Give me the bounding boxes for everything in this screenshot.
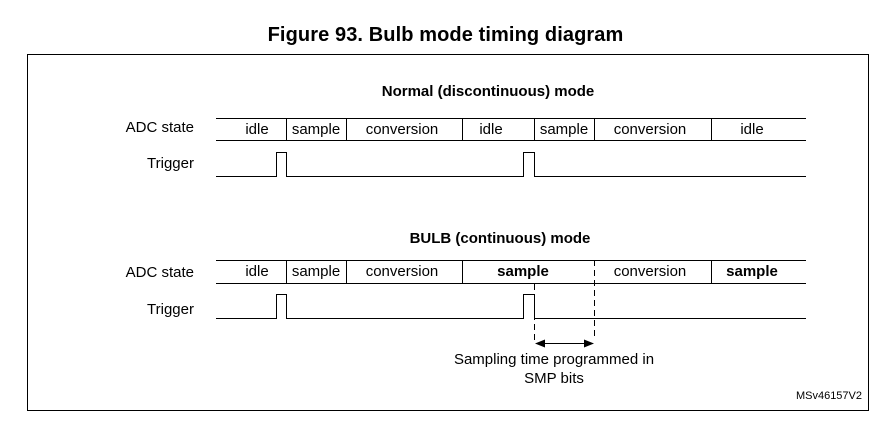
adc-state-cell: sample — [292, 263, 340, 280]
figure-title: Figure 93. Bulb mode timing diagram — [267, 24, 624, 46]
adc-state-cell: sample — [726, 263, 778, 280]
adc-state-cell: conversion — [366, 121, 439, 138]
bulb-adc-state-row — [216, 260, 806, 284]
sampling-time-arrow — [535, 339, 594, 348]
adc-state-cell: sample — [540, 121, 588, 138]
adc-state-cell: sample — [292, 121, 340, 138]
figure-reference-code: MSv46157V2 — [796, 390, 862, 402]
bulb-mode-heading: BULB (continuous) mode — [410, 230, 591, 247]
normal-adc-state-label: ADC state — [126, 119, 194, 136]
normal-trigger-label: Trigger — [147, 155, 194, 172]
bulb-trigger-label: Trigger — [147, 301, 194, 318]
arrow-head-left-icon — [535, 339, 545, 348]
sampling-time-annotation-line2: SMP bits — [524, 370, 584, 387]
bulb-trigger-waveform — [216, 294, 806, 319]
adc-state-cell: idle — [245, 263, 268, 280]
adc-state-cell: idle — [740, 121, 763, 138]
adc-state-cell: conversion — [614, 121, 687, 138]
adc-state-cell: conversion — [366, 263, 439, 280]
normal-mode-heading: Normal (discontinuous) mode — [382, 83, 595, 100]
sampling-time-annotation-line1: Sampling time programmed in — [454, 351, 654, 368]
normal-adc-state-row — [216, 118, 806, 141]
adc-state-cell: conversion — [614, 263, 687, 280]
diagram-frame — [27, 54, 869, 411]
adc-state-cell: sample — [497, 263, 549, 280]
normal-trigger-waveform — [216, 152, 806, 177]
arrow-head-right-icon — [584, 339, 594, 348]
bulb-adc-state-label: ADC state — [126, 264, 194, 281]
bulb-adc-state-labels: idle sample conversion sample conversion… — [245, 263, 778, 280]
adc-state-cell: idle — [479, 121, 502, 138]
adc-state-cell: idle — [245, 121, 268, 138]
normal-adc-state-labels: idle sample conversion idle sample conve… — [245, 121, 763, 138]
